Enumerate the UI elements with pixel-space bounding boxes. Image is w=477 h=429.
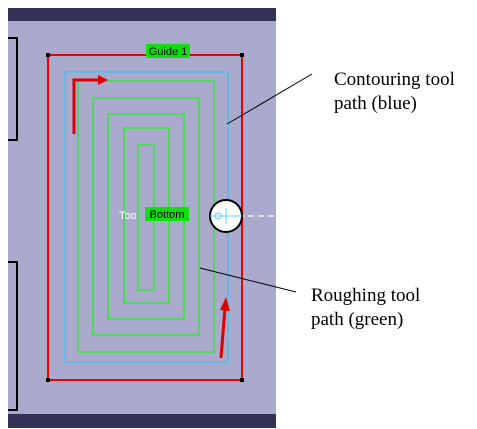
roughing-leader-line	[199, 267, 297, 293]
contouring-callout-line2: path (blue)	[334, 93, 417, 114]
roughing-callout-line2: path (green)	[311, 309, 404, 330]
corner-marker	[240, 378, 244, 382]
left-fixture-upper	[8, 37, 18, 141]
top-border	[8, 8, 276, 21]
roughing-callout-line1: Roughing tool	[311, 285, 421, 306]
bottom-border	[8, 414, 276, 428]
guide-label-bg	[146, 44, 190, 58]
tool-circle-icon	[209, 199, 243, 233]
corner-marker	[46, 378, 50, 382]
corner-marker	[240, 53, 244, 57]
roughing-callout: Roughing tool path (green)	[311, 284, 420, 332]
roughing-loop	[92, 97, 200, 336]
arrow-icon	[219, 297, 230, 359]
bottom-label-bg	[145, 207, 189, 221]
contouring-leader-line	[226, 73, 313, 125]
left-fixture-lower	[8, 261, 18, 411]
tool-label: Too	[119, 210, 137, 222]
arrow-icon	[72, 75, 108, 134]
bottom-label: Bottom	[150, 209, 185, 221]
contouring-callout: Contouring tool path (blue)	[334, 68, 455, 116]
corner-marker	[46, 53, 50, 57]
contouring-callout-line1: Contouring tool	[334, 69, 455, 90]
guide-label: Guide 1	[149, 46, 188, 58]
